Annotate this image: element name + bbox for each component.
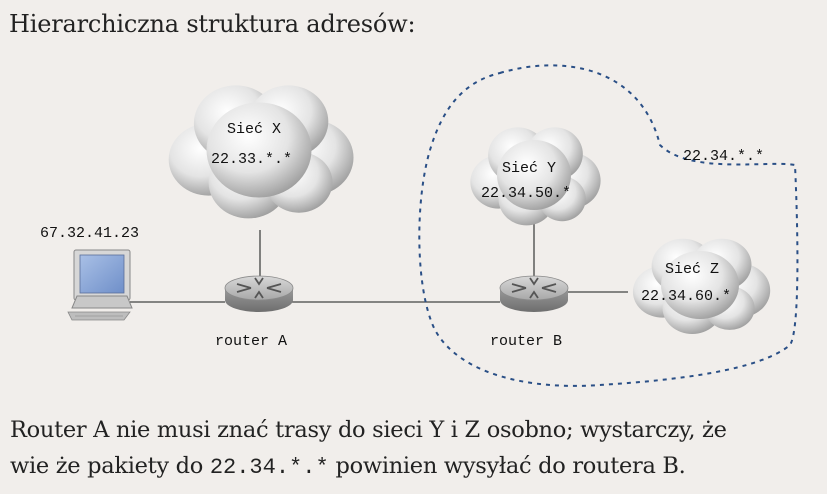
computer-icon (67, 249, 133, 321)
router-a-icon (224, 275, 294, 312)
net-z-name: Sieć Z (665, 261, 720, 278)
host-ip-label: 67.32.41.23 (40, 225, 140, 242)
caption-line-2-pre: wie że pakiety do (10, 453, 210, 479)
net-x-name: Sieć X (227, 121, 282, 138)
caption: Router A nie musi znać trasy do sieci Y … (10, 412, 820, 486)
net-y-name: Sieć Y (502, 160, 557, 177)
router-b-label: router B (490, 333, 563, 350)
aggregate-boundary (418, 64, 799, 387)
net-x-prefix: 22.33.*.* (211, 151, 293, 168)
page-title: Hierarchiczna struktura adresów: (9, 10, 416, 38)
aggregate-prefix-label: 22.34.*.* (683, 148, 765, 165)
caption-code: 22.34.*.* (209, 455, 329, 480)
caption-line-1: Router A nie musi znać trasy do sieci Y … (10, 417, 727, 443)
caption-line-2-post: powinien wysyłać do routera B. (328, 453, 686, 479)
caption-line-2: wie że pakiety do 22.34.*.* powinien wys… (10, 448, 820, 486)
cloud-net-z (632, 238, 771, 334)
router-a-label: router A (215, 333, 288, 350)
net-y-prefix: 22.34.50.* (481, 185, 572, 202)
router-b-icon (499, 275, 569, 312)
net-z-prefix: 22.34.60.* (641, 288, 732, 305)
